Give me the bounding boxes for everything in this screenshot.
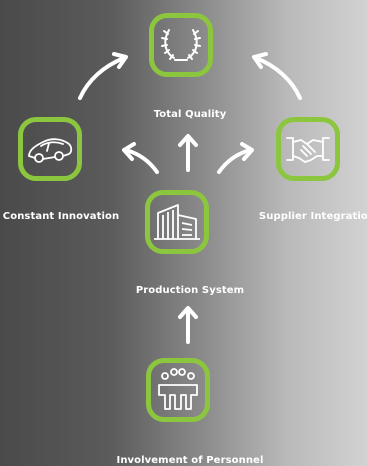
arrow-innovation-to-quality xyxy=(78,56,126,100)
arrow-production-to-quality-head xyxy=(178,134,198,147)
arrow-innovation-to-quality-head xyxy=(112,52,128,69)
car-icon xyxy=(28,138,73,163)
factory-building-icon xyxy=(154,204,200,240)
supplier-integration-node xyxy=(276,117,340,181)
supplier-integration-label: Supplier Integration xyxy=(258,211,367,222)
total-quality-node xyxy=(149,13,213,77)
laurel-wreath-icon xyxy=(161,29,201,61)
arrow-production-to-innovation-head xyxy=(122,142,136,161)
arrow-personnel-to-production-head xyxy=(178,306,198,319)
arrow-supplier-to-quality xyxy=(254,56,302,100)
production-system-node xyxy=(145,190,209,254)
arrow-production-to-innovation xyxy=(124,148,159,174)
constant-innovation-label: Constant Innovation xyxy=(2,211,120,222)
total-quality-label: Total Quality xyxy=(153,109,227,120)
group-of-people-icon xyxy=(158,368,198,410)
arrow-production-to-supplier xyxy=(217,148,252,174)
arrow-production-to-supplier-head xyxy=(240,142,254,161)
arrow-supplier-to-quality-head xyxy=(252,52,268,69)
constant-innovation-node xyxy=(18,117,82,181)
involvement-of-personnel-label: Involvement of Personnel xyxy=(116,455,264,466)
involvement-of-personnel-node xyxy=(146,358,210,422)
production-system-label: Production System xyxy=(135,285,245,296)
handshake-icon xyxy=(286,137,330,163)
